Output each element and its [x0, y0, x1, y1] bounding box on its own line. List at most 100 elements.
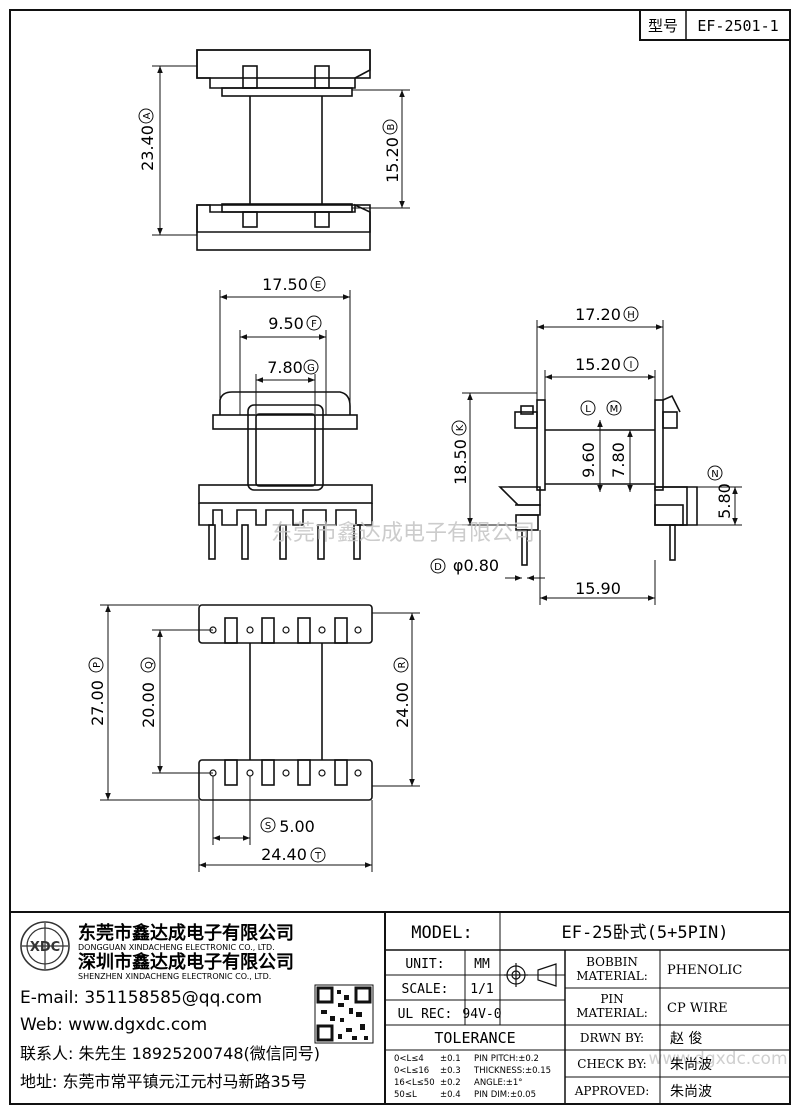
svg-text:M: M: [610, 404, 619, 415]
title-table-grid: [384, 912, 790, 1104]
unit-value: MM: [474, 957, 490, 972]
dim-Q: [152, 629, 213, 774]
dim-T-label: 24.40: [261, 845, 307, 864]
dim-K-label: 18.50: [451, 439, 470, 485]
unit-label: UNIT:: [405, 957, 444, 972]
ulrec-label: UL REC:: [398, 1007, 453, 1022]
dim-F-label: 9.50: [268, 314, 304, 333]
tol-spec: ANGLE:±1°: [474, 1078, 523, 1088]
dim-B-mark: B: [382, 119, 398, 135]
tol-range: 0<L≤4: [394, 1054, 424, 1064]
part-number-value: EF-2501-1: [697, 17, 778, 35]
watermark-corner: www.dgxdc.com: [648, 1049, 787, 1069]
svg-text:S: S: [265, 821, 271, 832]
dim-L-mark: L: [580, 400, 596, 416]
dim-A-label: 23.40: [138, 125, 157, 171]
dim-R: [372, 612, 420, 787]
dim-N: [697, 486, 742, 526]
dim-P-mark: P: [88, 657, 104, 673]
company-name-sz: 深圳市鑫达成电子有限公司: [78, 951, 294, 973]
company-address: 地址: 东莞市常平镇元江元村马新路35号: [20, 1072, 307, 1091]
dim-G-label: 7.80: [267, 358, 303, 377]
svg-text:H: H: [627, 310, 635, 321]
dim-M-mark: M: [606, 400, 622, 416]
bobbin-material-label-1: BOBBIN: [586, 955, 638, 969]
projection-symbol-icon: [504, 963, 557, 987]
dim-T: [198, 800, 373, 872]
svg-text:Q: Q: [144, 661, 155, 669]
tol-range: 0<L≤16: [394, 1066, 429, 1076]
svg-text:P: P: [92, 662, 103, 668]
pin-material-label-2: MATERIAL:: [576, 1006, 648, 1020]
dim-D-mark: D: [430, 558, 446, 574]
svg-text:N: N: [711, 469, 718, 480]
dim-M-label: 7.80: [609, 442, 628, 478]
model-value: EF-25卧式(5+5PIN): [561, 923, 728, 943]
dim-K-mark: K: [451, 420, 467, 436]
pin-material-value: CP WIRE: [667, 1001, 728, 1016]
dim-LM: [597, 420, 633, 492]
company-web: Web: www.dgxdc.com: [20, 1015, 207, 1035]
dim-B-label: 15.20: [383, 137, 402, 183]
svg-text:D: D: [434, 562, 442, 573]
dim-S-label: 5.00: [279, 817, 315, 836]
company-en-sz: SHENZHEN XINDACHENG ELECTRONIC CO., LTD.: [78, 972, 271, 981]
approved-label: APPROVED:: [574, 1084, 650, 1098]
ulrec-value: 94V-0: [462, 1007, 501, 1022]
dim-R-mark: R: [393, 657, 409, 673]
dim-N-label: 5.80: [715, 483, 734, 519]
tol-spec: THICKNESS:±0.15: [473, 1066, 551, 1076]
side-view: [498, 394, 698, 566]
tol-value: ±0.4: [440, 1090, 461, 1100]
drawn-by-label: DRWN BY:: [580, 1031, 644, 1045]
dim-N-mark: N: [707, 465, 723, 481]
company-email: E-mail: 351158585@qq.com: [20, 988, 262, 1008]
scale-value: 1/1: [470, 982, 493, 997]
top-view: [196, 49, 371, 251]
dim-H-mark: H: [623, 306, 639, 322]
company-contact: 联系人: 朱先生 18925200748(微信同号): [20, 1044, 320, 1063]
part-number-box: 型号 EF-2501-1: [639, 9, 791, 41]
company-name-dg: 东莞市鑫达成电子有限公司: [78, 922, 294, 944]
svg-text:A: A: [142, 112, 153, 119]
dim-Q-label: 20.00: [139, 682, 158, 728]
svg-text:E: E: [315, 280, 321, 291]
tol-value: ±0.1: [440, 1054, 461, 1064]
bottom-view: [198, 604, 373, 801]
dim-G: [255, 374, 316, 414]
svg-text:K: K: [455, 424, 466, 431]
tol-spec: PIN DIM:±0.05: [474, 1090, 536, 1100]
dim-F-mark: F: [306, 315, 322, 331]
dim-1590-label: 15.90: [575, 579, 621, 598]
tol-value: ±0.3: [440, 1066, 461, 1076]
dim-1590: [539, 530, 656, 605]
check-by-value: 朱尚波: [670, 1057, 712, 1073]
scale-label: SCALE:: [402, 982, 449, 997]
svg-text:XDC: XDC: [30, 940, 60, 955]
dim-P-label: 27.00: [88, 680, 107, 726]
dim-A-mark: A: [138, 108, 154, 124]
dim-S: [212, 776, 251, 845]
dim-E-label: 17.50: [262, 275, 308, 294]
qr-code: [314, 984, 374, 1044]
watermark-text: 东莞市鑫达成电子有限公司: [271, 521, 535, 546]
model-label: MODEL:: [411, 923, 472, 943]
tolerance-label: TOLERANCE: [434, 1029, 515, 1047]
svg-text:F: F: [311, 319, 317, 330]
tol-range: 16<L≤50: [394, 1078, 435, 1088]
company-logo: XDC: [20, 921, 70, 971]
dim-F: [239, 330, 327, 415]
front-view: [198, 391, 373, 560]
tol-spec: PIN PITCH:±0.2: [474, 1054, 539, 1064]
dim-D-label: φ0.80: [453, 556, 499, 575]
drawn-by-value: 赵 俊: [670, 1031, 702, 1047]
dim-S-mark: S: [260, 817, 276, 833]
dim-R-label: 24.00: [393, 682, 412, 728]
company-en-dg: DONGGUAN XINDACHENG ELECTRONIC CO., LTD.: [78, 943, 275, 952]
dim-A: [152, 65, 197, 236]
bobbin-material-value: PHENOLIC: [667, 963, 742, 978]
dim-H: [536, 320, 664, 400]
dim-G-mark: G: [303, 359, 319, 375]
dim-E-mark: E: [310, 276, 326, 292]
